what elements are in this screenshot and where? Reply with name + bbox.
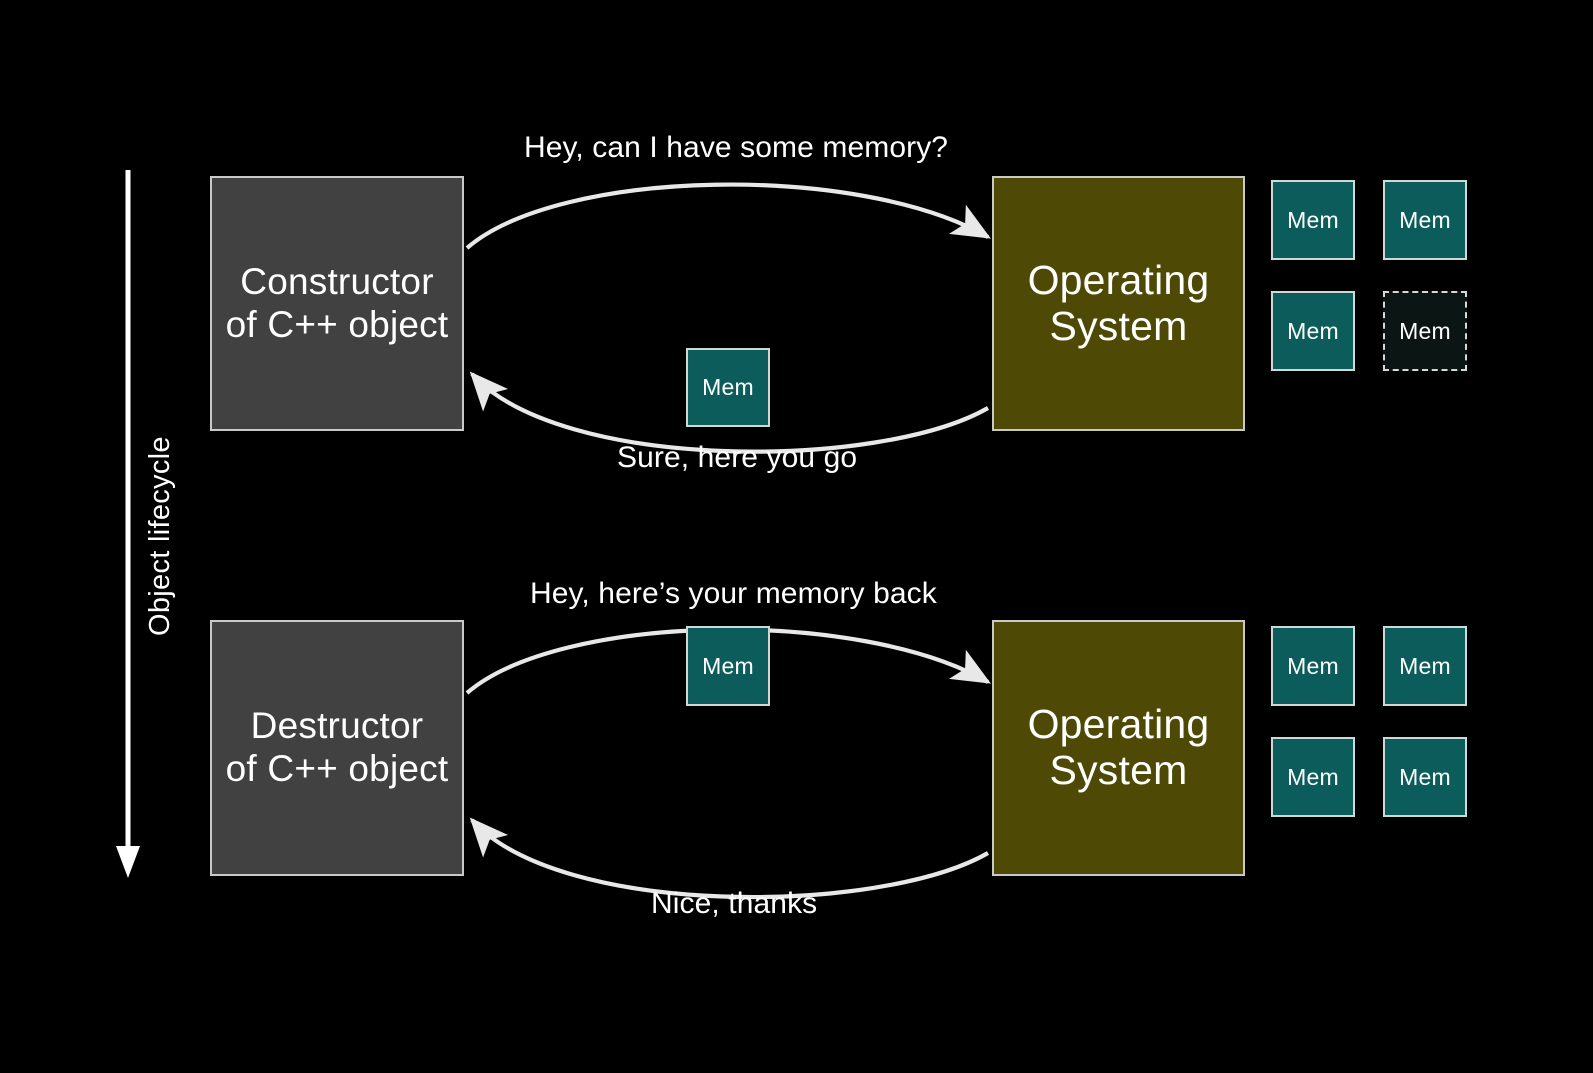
destructor-title-line1: Destructor	[250, 705, 424, 747]
memory-pool-block-8: Mem	[1383, 737, 1467, 817]
memory-pool-block-4-free: Mem	[1383, 291, 1467, 371]
constructor-title-line2: of C++ object	[225, 303, 449, 345]
os-title-line2: System	[1049, 302, 1188, 349]
mem-label: Mem	[1399, 317, 1451, 344]
caption-response-construction: Sure, here you go	[617, 441, 858, 474]
memory-pool-block-2: Mem	[1383, 180, 1467, 260]
arc-response-destruction	[469, 817, 990, 900]
constructor-title-line1: Constructor	[240, 260, 434, 302]
memory-pool-block-6: Mem	[1383, 626, 1467, 706]
mem-label: Mem	[1287, 763, 1339, 790]
caption-request-destruction: Hey, here’s your memory back	[530, 577, 937, 610]
mem-label: Mem	[1287, 317, 1339, 344]
constructor-box: Constructor of C++ object	[210, 176, 464, 431]
mem-label: Mem	[702, 374, 754, 400]
mem-label: Mem	[1399, 652, 1451, 679]
arc-request-construction	[465, 182, 991, 250]
mem-label: Mem	[1399, 206, 1451, 233]
memory-pool-block-3: Mem	[1271, 291, 1355, 371]
caption-request-construction: Hey, can I have some memory?	[524, 131, 949, 164]
operating-system-box-destruction: Operating System	[992, 620, 1245, 876]
os-title-line2: System	[1049, 747, 1188, 793]
mem-label: Mem	[1287, 652, 1339, 679]
mem-label: Mem	[1287, 206, 1339, 233]
os-title-line1: Operating	[1027, 256, 1210, 303]
caption-response-destruction: Nice, thanks	[651, 887, 818, 920]
mem-label: Mem	[702, 652, 754, 679]
os-title-line1: Operating	[1027, 701, 1210, 748]
mem-label: Mem	[1399, 763, 1451, 790]
mem-block-in-transit-destruction: Mem	[686, 626, 770, 706]
destructor-title-line2: of C++ object	[225, 748, 449, 789]
operating-system-box-construction: Operating System	[992, 176, 1245, 431]
destructor-box: Destructor of C++ object	[210, 620, 464, 876]
memory-pool-block-7: Mem	[1271, 737, 1355, 817]
lifecycle-axis-label: Object lifecycle	[144, 436, 176, 636]
memory-pool-block-1: Mem	[1271, 180, 1355, 260]
lifecycle-arrow	[116, 170, 140, 878]
mem-block-in-transit-construction: Mem	[686, 348, 770, 427]
memory-pool-block-5: Mem	[1271, 626, 1355, 706]
